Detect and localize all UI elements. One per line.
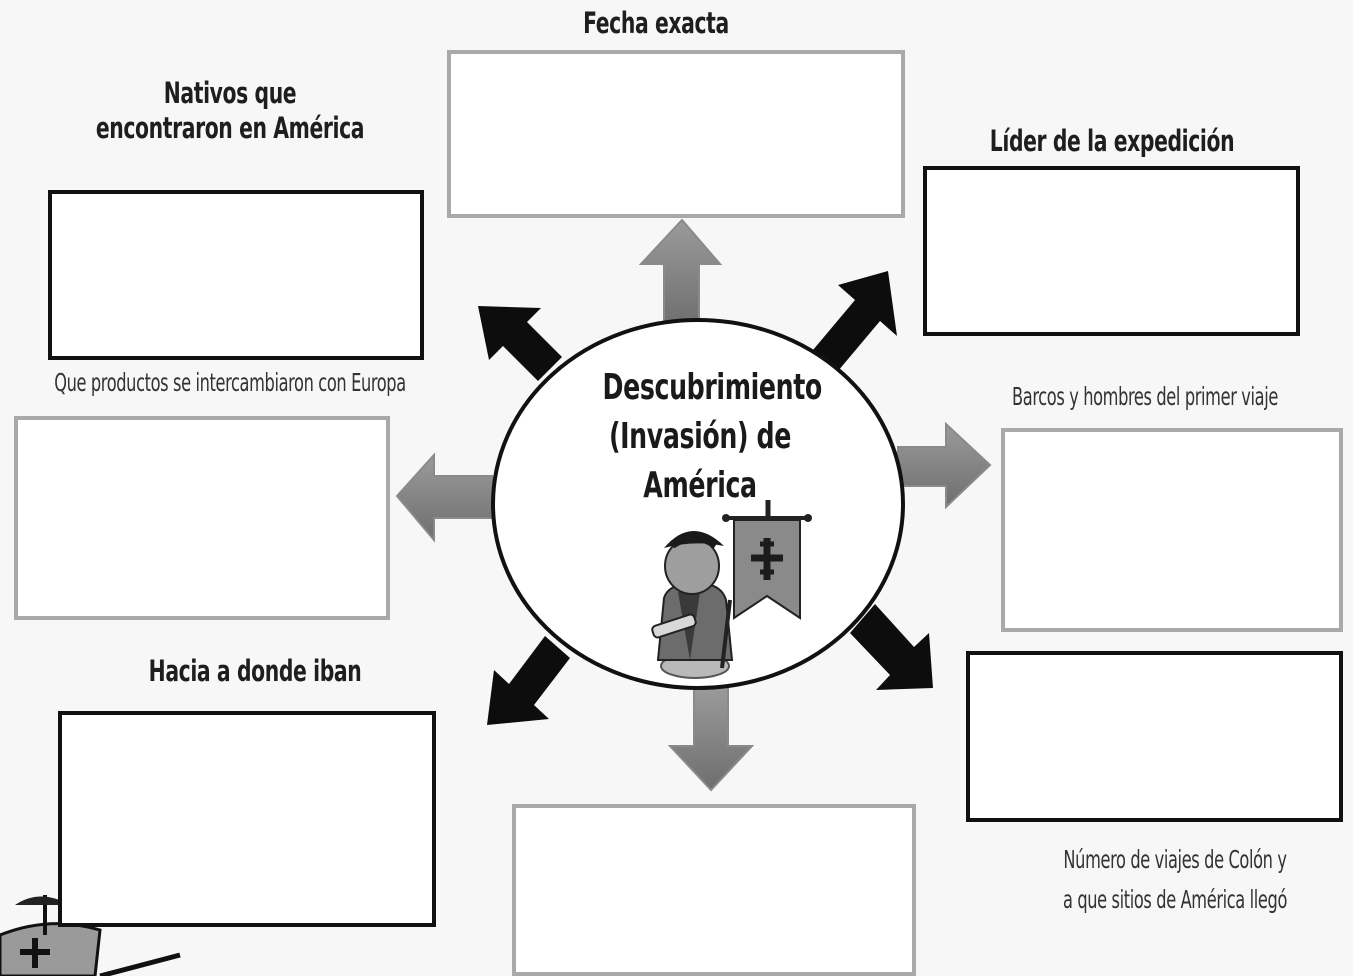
box-productos[interactable] (14, 416, 390, 620)
cross-banner-icon (722, 500, 812, 620)
label-fecha: Fecha exacta (583, 6, 729, 40)
ship-sail-icon (0, 895, 181, 976)
arrow-down (667, 685, 755, 792)
label-nativos-line2: encontraron en América (95, 111, 365, 146)
arrow-up-right (813, 271, 897, 371)
center-title-line2: (Invasión) de (609, 415, 791, 457)
label-numero: Número de viajes de Colón y a que sitios… (1038, 840, 1312, 920)
arrow-down-left (487, 636, 570, 725)
label-barcos: Barcos y hombres del primer viaje (1012, 382, 1278, 411)
arrow-right (897, 421, 992, 510)
center-title-line3: América (643, 464, 757, 506)
box-hacia[interactable] (58, 711, 436, 927)
label-hacia: Hacia a donde iban (148, 654, 362, 688)
explorer-figure-icon (651, 530, 734, 679)
center-title-line1: Descubrimiento (602, 367, 823, 408)
box-lider[interactable] (923, 166, 1300, 336)
box-numero[interactable] (966, 651, 1343, 822)
label-numero-line2: a que sitios de América llegó (1062, 885, 1288, 914)
arrow-up-left (478, 306, 562, 381)
label-nativos: Nativos que encontraron en América (82, 76, 378, 147)
box-barcos[interactable] (1001, 428, 1343, 632)
arrow-up (638, 218, 723, 329)
arrow-left (395, 452, 493, 543)
label-nativos-line1: Nativos que (163, 76, 297, 110)
label-numero-line1: Número de viajes de Colón y (1063, 845, 1287, 874)
center-title: Descubrimiento (Invasión) de América (602, 364, 823, 511)
arrow-down-right (850, 604, 933, 690)
box-nativos[interactable] (48, 190, 424, 360)
box-bottom[interactable] (512, 804, 916, 976)
box-fecha[interactable] (447, 50, 905, 218)
label-lider: Líder de la expedición (989, 124, 1235, 158)
label-productos: Que productos se intercambiaron con Euro… (54, 368, 406, 397)
